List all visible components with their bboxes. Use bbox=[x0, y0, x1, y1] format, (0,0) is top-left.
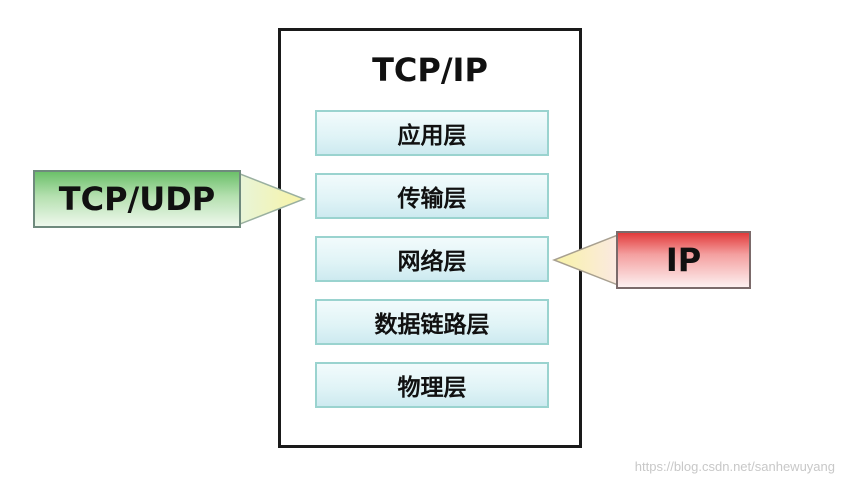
layer-application: 应用层 bbox=[315, 110, 549, 156]
layer-physical: 物理层 bbox=[315, 362, 549, 408]
tcp-ip-stack-box: TCP/IP 应用层 传输层 网络层 数据链路层 物理层 bbox=[278, 28, 582, 448]
layer-data-link: 数据链路层 bbox=[315, 299, 549, 345]
right-callout-pointer bbox=[552, 234, 618, 286]
left-callout-pointer bbox=[240, 173, 306, 225]
layer-transport: 传输层 bbox=[315, 173, 549, 219]
tcp-udp-callout: TCP/UDP bbox=[33, 170, 241, 228]
stack-title: TCP/IP bbox=[372, 51, 488, 89]
layer-network: 网络层 bbox=[315, 236, 549, 282]
ip-callout: IP bbox=[616, 231, 751, 289]
watermark-text: https://blog.csdn.net/sanhewuyang bbox=[634, 459, 835, 474]
